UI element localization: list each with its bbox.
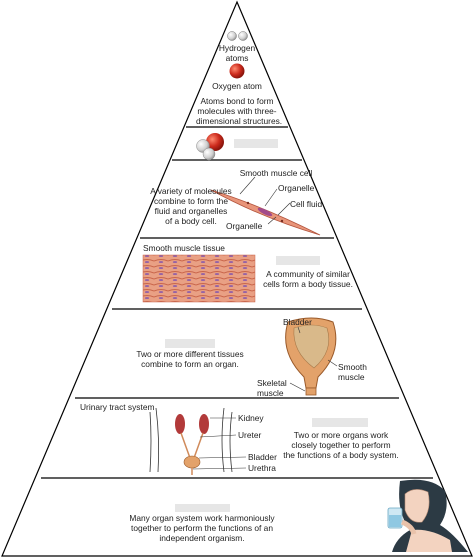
chemical-description-line: molecules with three- bbox=[197, 106, 277, 116]
bladder-organ-icon bbox=[285, 317, 337, 396]
cellular-description-line: of a body cell. bbox=[165, 216, 217, 226]
smooth-muscle-label: Smooth muscle bbox=[338, 362, 367, 382]
organism-description: Many organ system work harmoniously toge… bbox=[120, 513, 284, 543]
organism-description-line: independent organism. bbox=[159, 533, 245, 543]
urethra-label: Urethra bbox=[248, 463, 276, 473]
smooth-muscle-label-line: Smooth bbox=[338, 362, 367, 372]
hydrogen-atom-icon bbox=[238, 31, 248, 41]
chemical-description-line: Atoms bond to form bbox=[200, 96, 274, 106]
hydrogen-label: Hydrogen atoms bbox=[212, 43, 262, 63]
smooth-muscle-label-line: muscle bbox=[338, 372, 365, 382]
kidney-label: Kidney bbox=[238, 413, 264, 423]
cellular-description: A variety of molecules combine to form t… bbox=[150, 186, 232, 226]
organ-description-line: combine to form an organ. bbox=[141, 359, 239, 369]
skeletal-muscle-label-line: Skeletal bbox=[257, 378, 287, 388]
cell-title: Smooth muscle cell bbox=[239, 168, 313, 178]
system-description-line: the functions of a body system. bbox=[283, 450, 399, 460]
cell-leader-lines bbox=[239, 176, 291, 225]
skeletal-muscle-label: Skeletal muscle bbox=[257, 378, 287, 398]
tissue-description-line: cells form a body tissue. bbox=[263, 279, 353, 289]
organ-description: Two or more different tissues combine to… bbox=[130, 349, 250, 369]
hidden-label-box bbox=[312, 418, 368, 427]
organ-description-line: Two or more different tissues bbox=[136, 349, 244, 359]
system-description-line: Two or more organs work bbox=[293, 430, 389, 440]
muscle-tissue-image bbox=[142, 254, 256, 303]
water-molecule-icon bbox=[196, 133, 224, 161]
person-drinking-icon bbox=[387, 479, 468, 552]
chemical-description-line: dimensional structures. bbox=[196, 116, 283, 126]
bladder-icon bbox=[183, 455, 201, 469]
kidney-icon bbox=[175, 414, 209, 434]
hydrogen-atom-icon bbox=[227, 31, 237, 41]
organelle-label-bottom: Organelle bbox=[226, 221, 263, 231]
hidden-label-box bbox=[234, 139, 278, 148]
tissue-description-line: A community of similar bbox=[266, 269, 350, 279]
body-outline-icon bbox=[149, 407, 233, 473]
bladder-label: Bladder bbox=[283, 317, 312, 327]
tissue-description: A community of similar cells form a body… bbox=[258, 269, 358, 289]
system-title: Urinary tract system bbox=[80, 402, 155, 412]
bladder-system-label: Bladder bbox=[248, 452, 277, 462]
chemical-description: Atoms bond to form molecules with three-… bbox=[196, 96, 283, 126]
cellular-description-line: combine to form the bbox=[153, 196, 228, 206]
organism-description-line: Many organ system work harmoniously bbox=[129, 513, 275, 523]
cellular-description-line: A variety of molecules bbox=[150, 186, 232, 196]
system-description-line: closely together to perform bbox=[291, 440, 391, 450]
organ-leader-lines bbox=[289, 326, 338, 392]
hidden-label-box bbox=[175, 504, 230, 512]
tissue-title: Smooth muscle tissue bbox=[143, 243, 225, 253]
organism-description-line: together to perform the functions of an bbox=[131, 523, 273, 533]
system-leader-lines bbox=[192, 417, 247, 470]
oxygen-atom-icon bbox=[229, 63, 245, 79]
ureter-label: Ureter bbox=[238, 430, 262, 440]
cellular-description-line: fluid and organelles bbox=[154, 206, 228, 216]
hydrogen-label-line: atoms bbox=[225, 53, 249, 63]
hydrogen-label-line: Hydrogen bbox=[218, 43, 256, 53]
hidden-label-box bbox=[276, 256, 320, 265]
cell-fluid-label: Cell fluid bbox=[290, 199, 323, 209]
oxygen-label: Oxygen atom bbox=[212, 81, 262, 91]
hidden-label-box bbox=[165, 339, 215, 348]
smooth-muscle-cell-icon bbox=[210, 189, 321, 236]
organelle-label-top: Organelle bbox=[278, 183, 315, 193]
skeletal-muscle-label-line: muscle bbox=[257, 388, 284, 398]
system-description: Two or more organs work closely together… bbox=[283, 430, 399, 460]
